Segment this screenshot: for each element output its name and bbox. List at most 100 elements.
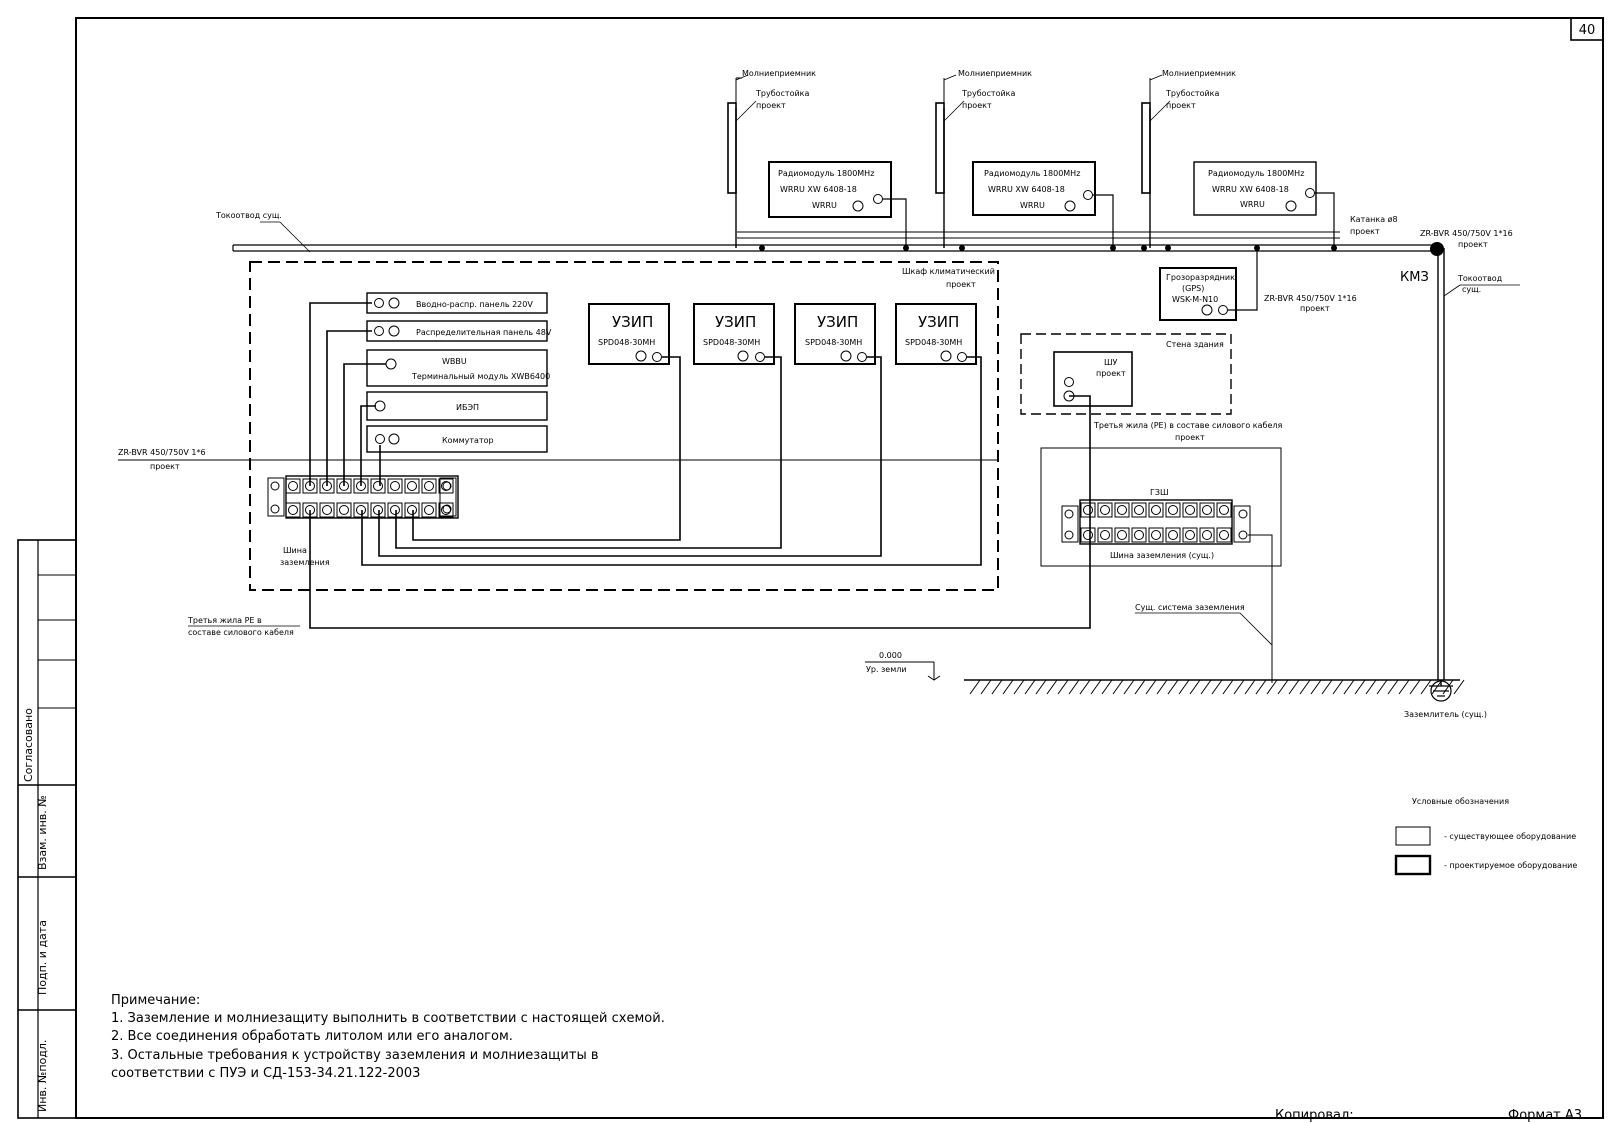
svg-text:WRRU: WRRU — [1020, 201, 1045, 210]
radio-ground-wires — [883, 192, 1335, 248]
ground-hatch-stroke — [1189, 679, 1201, 695]
shu-label-1: ШУ — [1104, 358, 1118, 367]
bus-terminal — [285, 478, 301, 518]
svg-text:WRRU XW 6408-18: WRRU XW 6408-18 — [1212, 185, 1289, 194]
pipe-label-3a: Трубостойка — [1165, 89, 1220, 98]
ground-hatch-stroke — [1431, 679, 1443, 695]
ground-hatch-stroke — [1277, 679, 1289, 695]
panel-label-wbbu: WBBU — [442, 357, 467, 366]
copied-by: Копировал: — [1275, 1108, 1354, 1123]
gps-cable-1: ZR-BVR 450/750V 1*16 — [1264, 294, 1357, 303]
kmz-label: КМЗ — [1400, 270, 1429, 285]
antenna-masts — [727, 74, 1171, 248]
ground-hatch-stroke — [1090, 679, 1102, 695]
ground-hatch-stroke — [1266, 679, 1278, 695]
ground-hatch-stroke — [1057, 679, 1069, 695]
cable-left-2: проект — [150, 462, 180, 471]
legend-existing-label: - существующее оборудование — [1444, 832, 1576, 841]
svg-text:WRRU XW 6408-18: WRRU XW 6408-18 — [780, 185, 857, 194]
ground-hatch-stroke — [1002, 679, 1014, 695]
ground-hatch-stroke — [1321, 679, 1333, 695]
svg-text:WRRU: WRRU — [812, 201, 837, 210]
pipe-label-3b: проект — [1166, 101, 1196, 110]
bus-terminal — [387, 478, 403, 518]
grounding-electrode-icon — [1429, 680, 1453, 702]
stamp-inv-orig: Инв. №подл. — [36, 1040, 49, 1112]
ground-surface — [964, 679, 1465, 695]
panel-label-220v: Вводно-распр. панель 220V — [416, 300, 533, 309]
screw-terminal-icon — [873, 194, 883, 204]
gps-cable-2: проект — [1300, 304, 1330, 313]
gps-label-3: WSK-M-N10 — [1172, 295, 1218, 304]
legend-projected-label: - проектируемое оборудование — [1444, 861, 1577, 870]
existing-grounding-label: Сущ. система заземления — [1135, 603, 1245, 612]
radio-module-2: Радиомодуль 1800MHz WRRU XW 6408-18 WRRU — [972, 161, 1096, 216]
ground-terminal-icon — [1285, 200, 1297, 212]
bus-label-1: Шина — [283, 546, 307, 555]
kmz-clamp-icon — [1430, 242, 1444, 256]
gzsh-title: ГЗШ — [1150, 488, 1169, 497]
svg-text:Радиомодуль 1800MHz: Радиомодуль 1800MHz — [984, 169, 1080, 178]
uzip-title-3: УЗИП — [817, 313, 858, 331]
uzip-boxes — [588, 303, 977, 365]
pipe-label-1b: проект — [756, 101, 786, 110]
radio-module-3: Радиомодуль 1800MHz WRRU XW 6408-18 WRRU — [1193, 161, 1317, 216]
pipe-label-2b: проект — [962, 101, 992, 110]
ground-hatch-stroke — [1376, 679, 1388, 695]
legend-existing-swatch — [1395, 826, 1431, 846]
pipe-label-1a: Трубостойка — [755, 89, 810, 98]
ground-hatch-stroke — [1211, 679, 1223, 695]
note-1: 1. Заземление и молниезащиту выполнить в… — [111, 1011, 665, 1026]
svg-text:WRRU XW 6408-18: WRRU XW 6408-18 — [988, 185, 1065, 194]
downconductor-label: Токоотвод сущ. — [215, 211, 282, 220]
format-label: Формат А3 — [1508, 1108, 1582, 1123]
uzip-model-4: SPD048-30MH — [905, 338, 962, 347]
ground-hatch-stroke — [1365, 679, 1377, 695]
svg-text:Радиомодуль 1800MHz: Радиомодуль 1800MHz — [778, 169, 874, 178]
panel-label-terminal: Терминальный модуль XWB6400 — [411, 372, 550, 381]
pipe-label-2a: Трубостойка — [961, 89, 1016, 98]
ground-level-label: Ур. земли — [866, 665, 907, 674]
cabinet-label-1: Шкаф климатический — [902, 267, 995, 276]
ground-hatch-stroke — [1244, 679, 1256, 695]
ground-hatch-stroke — [1288, 679, 1300, 695]
drawing-frame — [17, 17, 1604, 1119]
ground-level-mark — [865, 661, 941, 681]
ground-terminal-icon — [852, 200, 864, 212]
ground-hatch-stroke — [1453, 679, 1465, 695]
ground-hatch-stroke — [980, 679, 992, 695]
building-wall-label: Стена здания — [1166, 340, 1224, 349]
ground-hatch-stroke — [1101, 679, 1113, 695]
gps-label-2: (GPS) — [1182, 284, 1204, 293]
notes-title: Примечание: — [111, 993, 200, 1008]
shu-ground-icon — [1063, 390, 1075, 402]
gzsh-terminals — [1080, 502, 1232, 543]
ground-hatch-stroke — [1442, 679, 1454, 695]
cable-left-1: ZR-BVR 450/750V 1*6 — [118, 448, 206, 457]
gzsh-enclosure — [1040, 447, 1282, 567]
bus-terminal — [1199, 502, 1215, 543]
cable-top-label-1: ZR-BVR 450/750V 1*16 — [1420, 229, 1513, 238]
bus-terminal — [1097, 502, 1113, 543]
ground-hatch-stroke — [1024, 679, 1036, 695]
legend-title: Условные обозначения — [1412, 797, 1509, 806]
bus-terminal — [1080, 502, 1096, 543]
bus-terminal — [1114, 502, 1130, 543]
uzip-model-3: SPD048-30MH — [805, 338, 862, 347]
bus-left-terminals — [285, 478, 454, 518]
bus-terminal — [1131, 502, 1147, 543]
legend-projected-swatch — [1394, 854, 1432, 876]
note-4: соответствии с ПУЭ и СД-153-34.21.122-20… — [111, 1066, 420, 1081]
catenary-label-2: проект — [1350, 227, 1380, 236]
uzip-model-1: SPD048-30MH — [598, 338, 655, 347]
ground-hatch-stroke — [1079, 679, 1091, 695]
building-wall-outline — [1020, 333, 1232, 415]
gzsh-to-ground-wire — [1248, 534, 1273, 683]
ground-hatch-stroke — [1222, 679, 1234, 695]
third-core-right-2: проект — [1175, 433, 1205, 442]
ground-hatch-stroke — [1354, 679, 1366, 695]
ground-hatch-stroke — [1013, 679, 1025, 695]
ground-hatch-stroke — [1046, 679, 1058, 695]
ground-hatch-stroke — [1420, 679, 1432, 695]
